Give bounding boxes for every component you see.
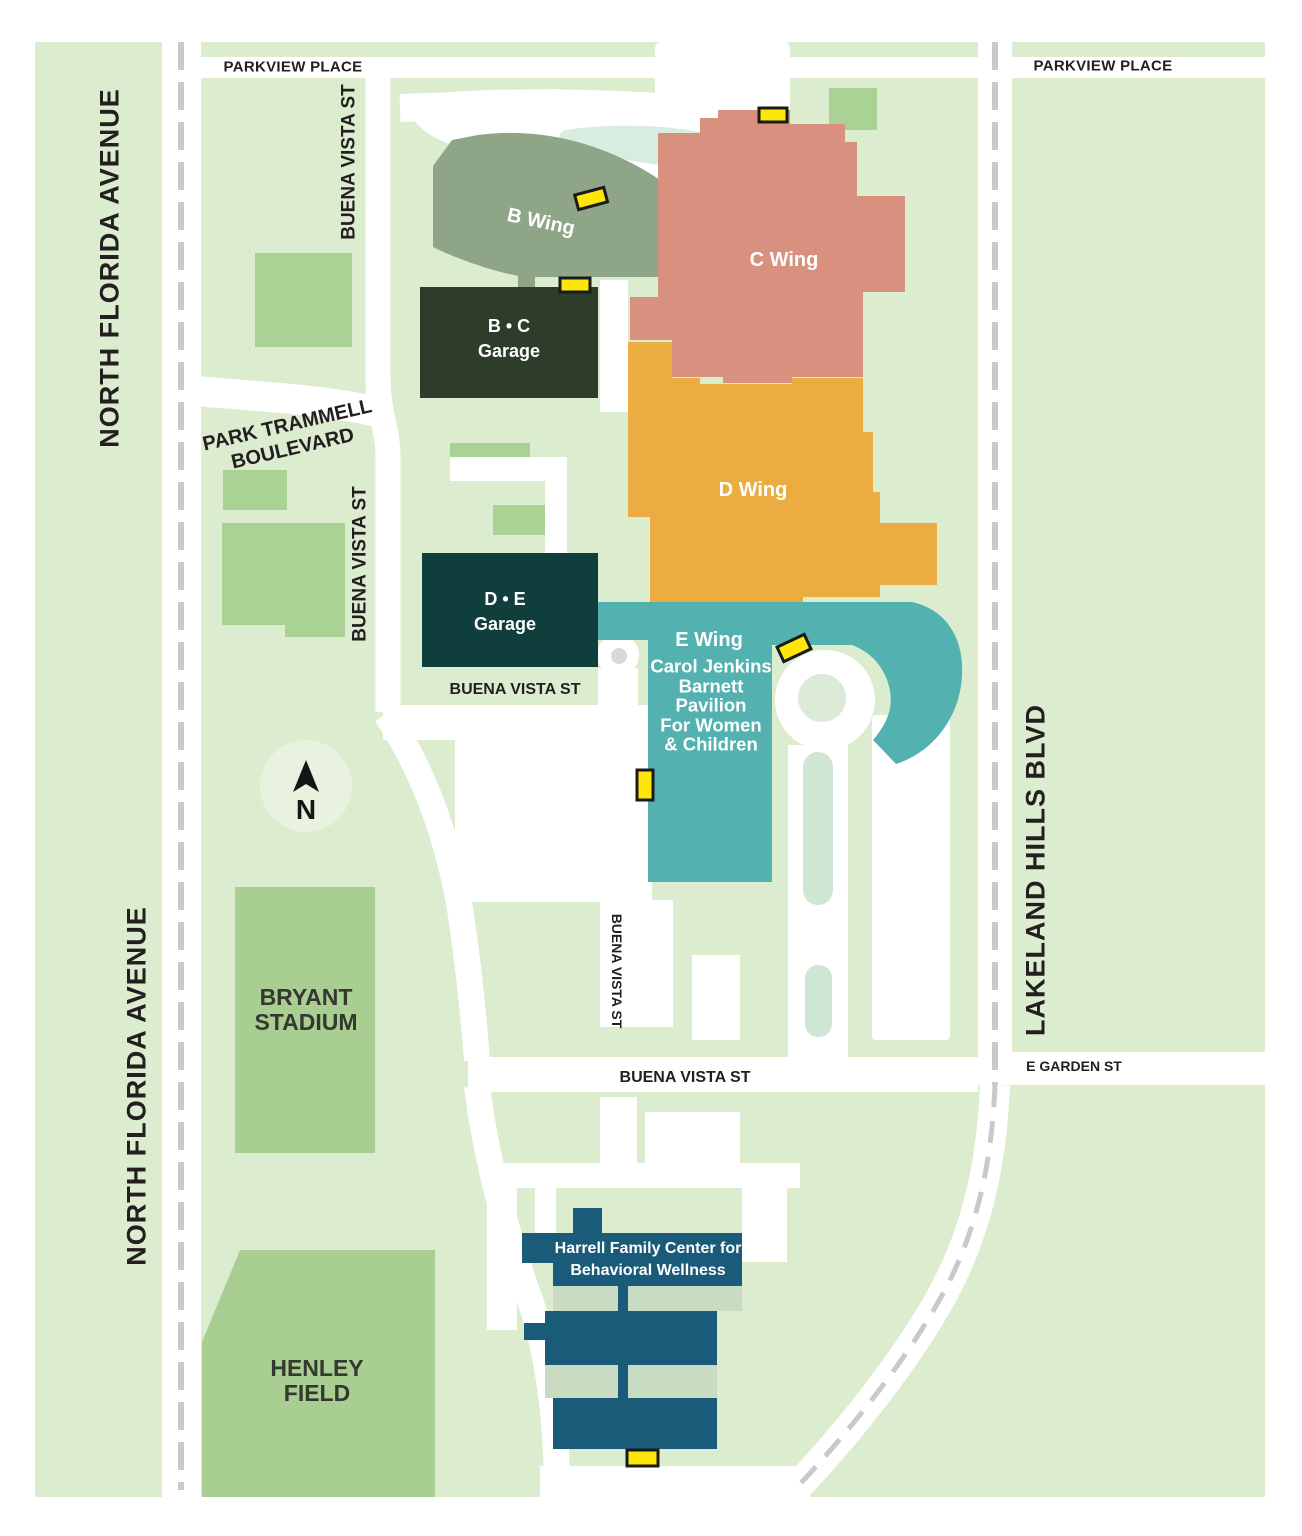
entrance-marker-icon bbox=[635, 768, 655, 802]
street-label-parkview-left: PARKVIEW PLACE bbox=[223, 58, 363, 76]
buena-vista-upper-road bbox=[365, 57, 401, 712]
entrance-marker-icon bbox=[558, 276, 592, 294]
building-label-harrell: Harrell Family Center for Behavioral Wel… bbox=[554, 1240, 742, 1279]
street-label-buena-vista-on-road: BUENA VISTA ST bbox=[609, 913, 625, 1029]
building-e-wing bbox=[598, 602, 963, 882]
street-label-north-florida-bottom: NORTH FLORIDA AVENUE bbox=[121, 906, 152, 1266]
entrance-marker-icon bbox=[625, 1448, 660, 1468]
street-label-parkview-right: PARKVIEW PLACE bbox=[1033, 57, 1173, 75]
building-harrell bbox=[522, 1208, 742, 1449]
street-label-e-garden: E GARDEN ST bbox=[1026, 1058, 1122, 1074]
road-centerlines bbox=[178, 42, 998, 1490]
building-label-e-wing-title: E Wing bbox=[675, 629, 743, 651]
street-label-north-florida-top: NORTH FLORIDA AVENUE bbox=[94, 88, 125, 448]
road-medians bbox=[803, 752, 833, 1037]
compass-icon bbox=[260, 740, 352, 832]
entrance-markers bbox=[558, 106, 813, 1468]
building-b-wing bbox=[433, 132, 700, 300]
compass-n-label: N bbox=[295, 794, 317, 825]
landmark-label-henley-field: HENLEY FIELD bbox=[270, 1355, 364, 1406]
bc-garage-gap bbox=[600, 280, 628, 412]
building-label-c-wing: C Wing bbox=[749, 249, 819, 271]
bryant-stadium-block bbox=[235, 887, 375, 1153]
building-c-wing bbox=[630, 110, 905, 383]
building-bc-garage bbox=[420, 287, 598, 398]
landmark-label-bryant-stadium: BRYANT STADIUM bbox=[254, 984, 358, 1035]
roundabout-center bbox=[798, 674, 846, 722]
entrance-marker-icon bbox=[757, 106, 789, 124]
building-label-d-wing: D Wing bbox=[718, 479, 788, 501]
athletic-fields bbox=[202, 887, 435, 1497]
cul-de-sac-center bbox=[611, 648, 627, 664]
henley-field-block bbox=[202, 1250, 435, 1497]
building-label-bc-garage: B • C Garage bbox=[477, 316, 541, 361]
curved-road-centerline bbox=[798, 1084, 998, 1486]
street-label-buena-vista-lower: BUENA VISTA ST bbox=[619, 1069, 751, 1086]
street-label-buena-vista-park-trammell: BUENA VISTA ST bbox=[349, 486, 371, 642]
entrance-marker-icon bbox=[775, 632, 813, 664]
building-harrell-courtyards bbox=[545, 1286, 742, 1398]
garage-access-road bbox=[450, 457, 567, 481]
entrance-marker-icon bbox=[572, 185, 610, 212]
park-trammell-road bbox=[193, 376, 380, 427]
building-de-garage bbox=[422, 553, 598, 667]
e-garden-st-road bbox=[1012, 1052, 1265, 1085]
central-parking bbox=[455, 740, 652, 902]
building-label-e-wing-sub: Carol Jenkins Barnett Pavilion For Women… bbox=[650, 655, 772, 755]
street-label-buena-vista-upper: BUENA VISTA ST bbox=[338, 84, 360, 240]
pond-access-road bbox=[399, 89, 561, 122]
buena-vista-curve-road bbox=[375, 706, 490, 1062]
building-d-wing bbox=[628, 342, 937, 602]
street-label-lakeland-hills: LAKELAND HILLS BLVD bbox=[1020, 704, 1051, 1036]
east-parking bbox=[872, 715, 950, 1040]
buena-vista-lower-road bbox=[468, 1057, 978, 1092]
building-label-de-garage: D • E Garage bbox=[473, 589, 537, 634]
north-arrow-icon bbox=[293, 760, 319, 792]
street-label-buena-vista-mid: BUENA VISTA ST bbox=[449, 681, 581, 698]
